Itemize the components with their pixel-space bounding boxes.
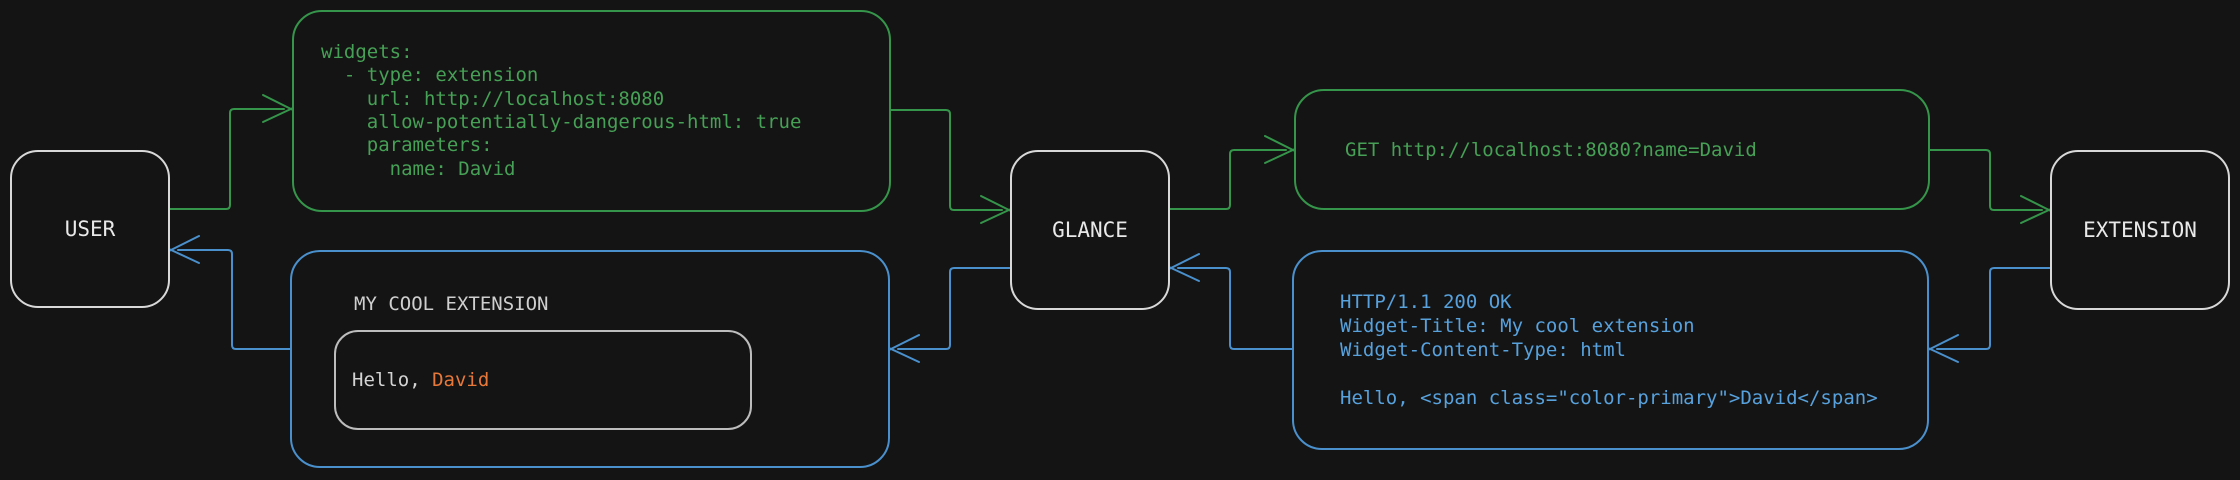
widget-title: MY COOL EXTENSION bbox=[354, 293, 549, 315]
http-request-box: GET http://localhost:8080?name=David bbox=[1294, 89, 1930, 210]
user-node-label: USER bbox=[64, 217, 116, 241]
greeting-name: David bbox=[432, 369, 490, 391]
arrow-extension-to-response bbox=[1927, 267, 2051, 363]
arrow-widget-to-user bbox=[168, 235, 291, 350]
extension-node-label: EXTENSION bbox=[2083, 218, 2197, 242]
config-yaml-code: widgets: - type: extension url: http://l… bbox=[321, 40, 802, 180]
arrow-response-to-glance bbox=[1168, 253, 1293, 350]
arrow-glance-to-request bbox=[1169, 135, 1296, 210]
glance-node: GLANCE bbox=[1010, 150, 1170, 310]
user-node: USER bbox=[10, 150, 170, 308]
arrow-request-to-extension bbox=[1929, 149, 2052, 224]
config-yaml-box: widgets: - type: extension url: http://l… bbox=[292, 10, 891, 212]
http-request-line: GET http://localhost:8080?name=David bbox=[1345, 138, 1757, 161]
extension-node: EXTENSION bbox=[2050, 150, 2230, 310]
arrow-user-to-config bbox=[169, 94, 294, 210]
rendered-widget-box: MY COOL EXTENSION Hello, David bbox=[290, 250, 890, 468]
arrow-glance-to-widget bbox=[888, 267, 1011, 363]
http-response-box: HTTP/1.1 200 OK Widget-Title: My cool ex… bbox=[1292, 250, 1929, 450]
glance-node-label: GLANCE bbox=[1052, 218, 1128, 242]
greeting-prefix: Hello, bbox=[352, 369, 433, 391]
arrow-config-to-glance bbox=[890, 109, 1012, 224]
widget-inner-card: Hello, David bbox=[334, 330, 752, 430]
http-response-code: HTTP/1.1 200 OK Widget-Title: My cool ex… bbox=[1340, 291, 1878, 409]
